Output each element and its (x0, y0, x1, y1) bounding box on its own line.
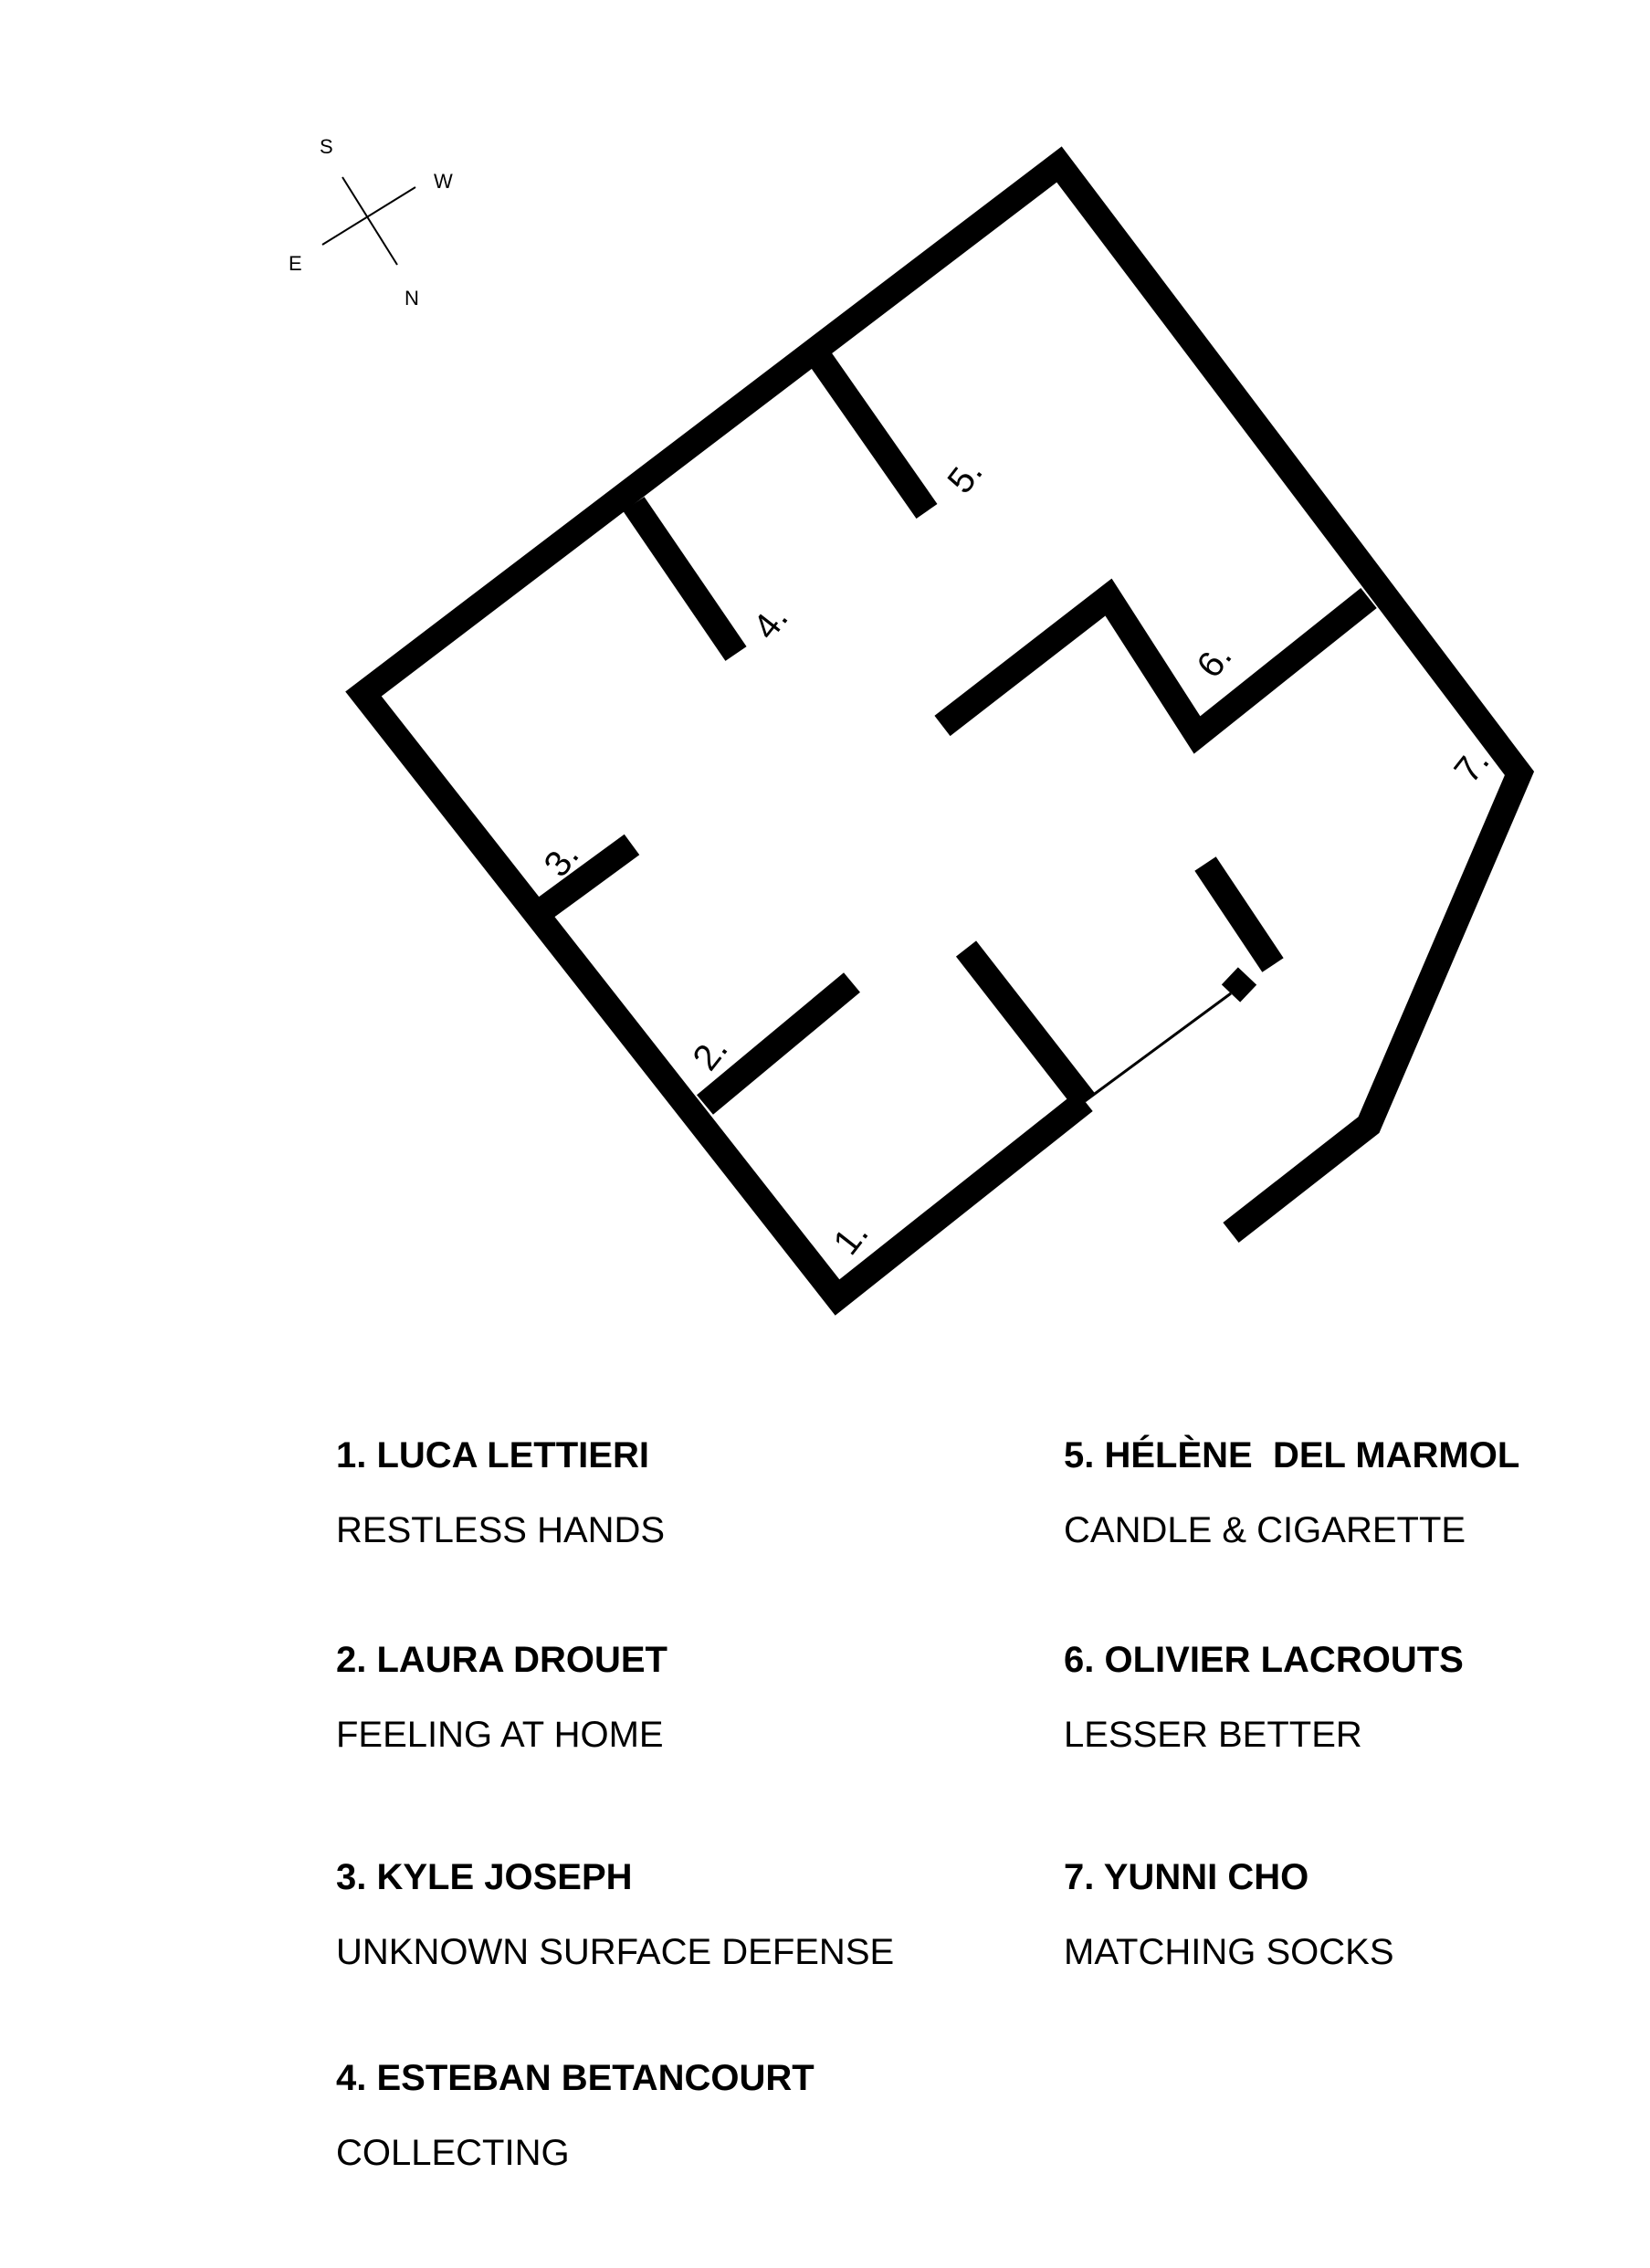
artist-name: 7. YUNNI CHO (1064, 1857, 1309, 1897)
compass-west-label: W (434, 170, 453, 193)
work-title: COLLECTING (336, 2133, 570, 2173)
wall-room-4 (623, 497, 747, 661)
artist-name: 2. LAURA DROUET (336, 1640, 667, 1680)
work-title: CANDLE & CIGARETTE (1064, 1510, 1466, 1550)
legend-item-1: 1. LUCA LETTIERI RESTLESS HANDS (336, 1437, 665, 1549)
wall-room-3 (535, 834, 640, 920)
room-number-1: 1. (825, 1213, 876, 1262)
artist-name: 1. LUCA LETTIERI (336, 1435, 649, 1475)
work-title: FEELING AT HOME (336, 1715, 664, 1755)
legend-item-6: 6. OLIVIER LACROUTS LESSER BETTER (1064, 1642, 1464, 1753)
compass-north-label: N (405, 287, 419, 310)
floor-plan: S W E N 1. 2. 3. 4. 5. 6. 7. (289, 135, 1535, 1316)
legend-item-3: 3. KYLE JOSEPH UNKNOWN SURFACE DEFENSE (336, 1859, 894, 1970)
wall-room-2 (697, 972, 860, 1115)
compass-south-label: S (320, 135, 333, 158)
compass-ns-line (342, 176, 398, 266)
room-number-4: 4. (745, 598, 795, 646)
compass: S W E N (289, 135, 453, 310)
legend-item-2: 2. LAURA DROUET FEELING AT HOME (336, 1642, 667, 1753)
wall-room-6 (934, 578, 1377, 754)
entrance-door-line (1084, 992, 1232, 1103)
wall-room-1 (955, 940, 1096, 1109)
work-title: RESTLESS HANDS (336, 1510, 666, 1550)
wall-room-5 (810, 352, 938, 520)
room-number-6: 6. (1189, 636, 1239, 685)
legend-item-4: 4. ESTEBAN BETANCOURT COLLECTING (336, 2060, 814, 2171)
entrance-door-jamb (1221, 967, 1257, 1003)
work-title: MATCHING SOCKS (1064, 1932, 1394, 1972)
legend-item-5: 5. HÉLÈNE DEL MARMOL CANDLE & CIGARETTE (1064, 1437, 1519, 1549)
wall-room-7 (1194, 856, 1284, 972)
room-number-5: 5. (940, 452, 990, 500)
legend-item-7: 7. YUNNI CHO MATCHING SOCKS (1064, 1859, 1394, 1970)
artist-name: 3. KYLE JOSEPH (336, 1857, 633, 1897)
compass-ew-line (321, 186, 416, 246)
artist-name: 5. HÉLÈNE DEL MARMOL (1064, 1435, 1520, 1475)
outer-wall (345, 146, 1535, 1316)
work-title: LESSER BETTER (1064, 1715, 1362, 1755)
work-title: UNKNOWN SURFACE DEFENSE (336, 1932, 895, 1972)
compass-east-label: E (289, 252, 302, 275)
artist-name: 4. ESTEBAN BETANCOURT (336, 2058, 814, 2098)
artist-name: 6. OLIVIER LACROUTS (1064, 1640, 1464, 1680)
